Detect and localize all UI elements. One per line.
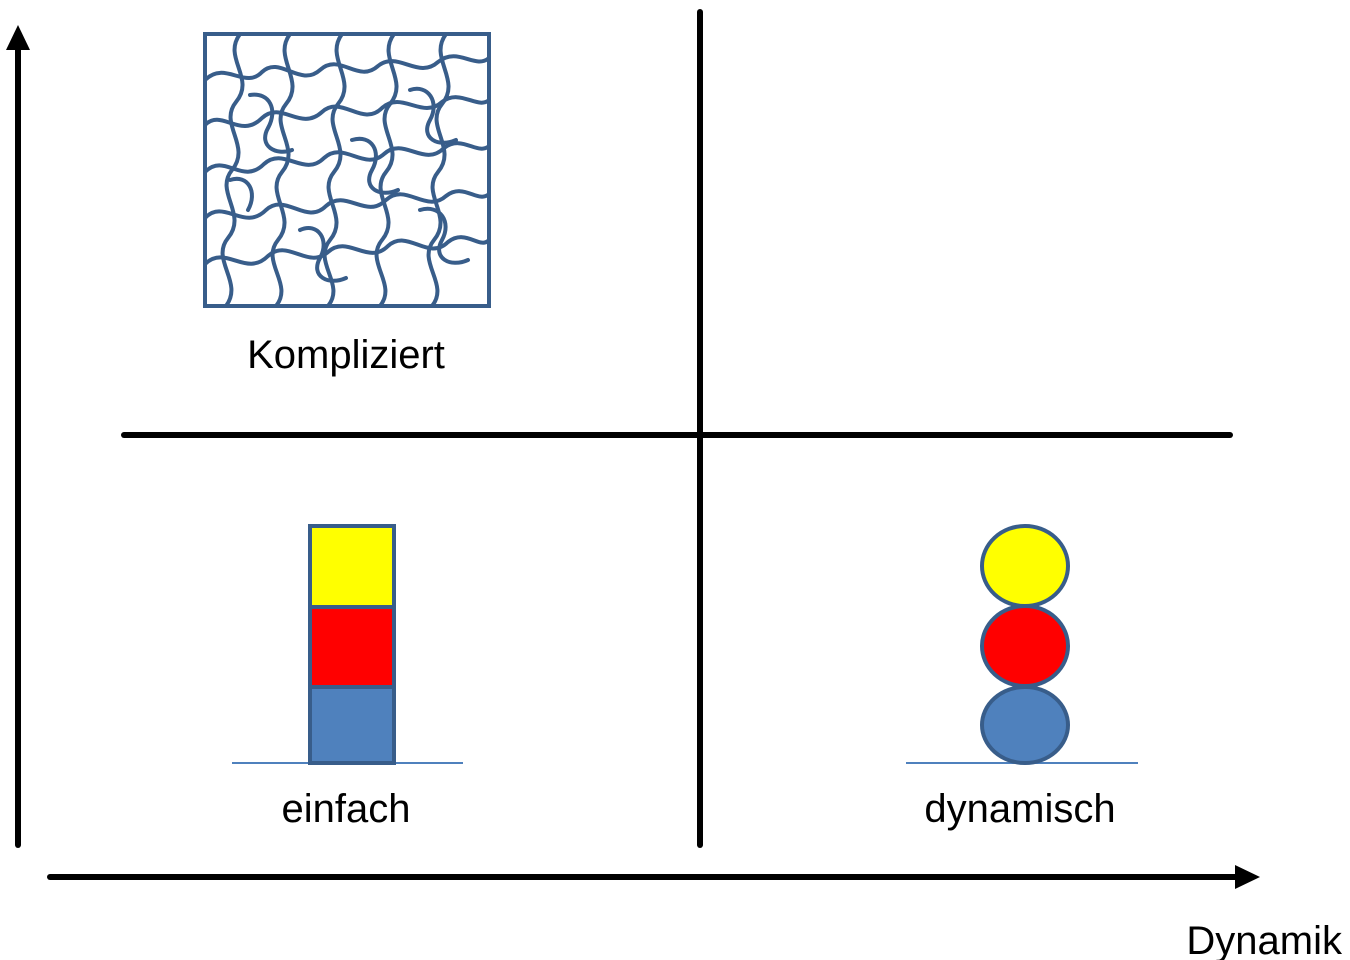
label-dynamic: dynamisch [924, 787, 1115, 831]
x-axis [47, 865, 1260, 889]
square-red [308, 605, 396, 689]
square-yellow [308, 524, 396, 609]
stacked-squares-icon [232, 524, 463, 765]
label-complicated: Kompliziert [247, 333, 445, 377]
circle-yellow [980, 524, 1070, 608]
circle-blue [980, 685, 1070, 765]
label-simple: einfach [282, 787, 411, 831]
y-axis-arrowhead [6, 25, 30, 50]
stacked-circles-icon [906, 524, 1138, 765]
x-axis-label: Dynamik [1186, 919, 1343, 960]
tangled-network-icon [203, 32, 491, 308]
circle-red [980, 604, 1070, 688]
square-blue [308, 685, 396, 765]
y-axis [6, 25, 30, 848]
x-axis-arrowhead [1235, 865, 1260, 889]
